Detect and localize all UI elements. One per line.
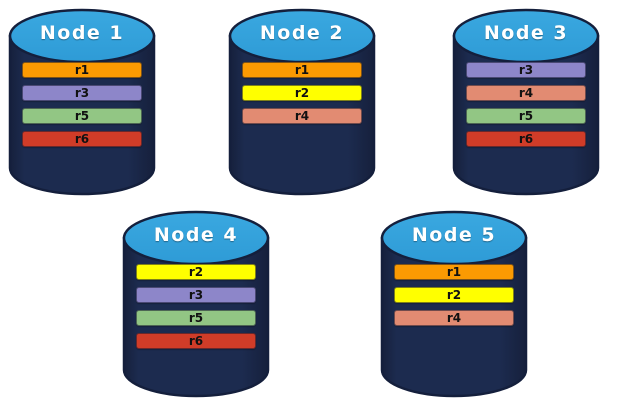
replica-bar-r5[interactable]: r5	[136, 310, 256, 326]
replica-label: r3	[518, 63, 534, 77]
replica-label: r2	[294, 86, 310, 100]
replica-list: r2 r3 r5 r6	[136, 264, 256, 356]
replica-label: r1	[294, 63, 310, 77]
replica-bar-r2[interactable]: r2	[136, 264, 256, 280]
replica-label: r3	[74, 86, 90, 100]
replica-bar-r3[interactable]: r3	[22, 85, 142, 101]
replica-label: r5	[518, 109, 534, 123]
replica-label: r4	[446, 311, 462, 325]
replica-bar-r1[interactable]: r1	[22, 62, 142, 78]
replica-bar-r6[interactable]: r6	[136, 333, 256, 349]
replica-label: r6	[188, 334, 204, 348]
replica-bar-r6[interactable]: r6	[466, 131, 586, 147]
replica-bar-r1[interactable]: r1	[242, 62, 362, 78]
replica-label: r6	[74, 132, 90, 146]
cylinder-top-disc	[8, 8, 156, 64]
replica-bar-r3[interactable]: r3	[466, 62, 586, 78]
replica-bar-r4[interactable]: r4	[466, 85, 586, 101]
replica-label: r2	[446, 288, 462, 302]
replica-list: r1 r3 r5 r6	[22, 62, 142, 154]
cylinder-top-disc	[452, 8, 600, 64]
replica-list: r1 r2 r4	[242, 62, 362, 131]
replica-label: r1	[74, 63, 90, 77]
replica-bar-r3[interactable]: r3	[136, 287, 256, 303]
replica-label: r2	[188, 265, 204, 279]
cylinder-top-disc	[380, 210, 528, 266]
replica-bar-r2[interactable]: r2	[394, 287, 514, 303]
replica-list: r3 r4 r5 r6	[466, 62, 586, 154]
replica-label: r4	[518, 86, 534, 100]
replica-bar-r4[interactable]: r4	[394, 310, 514, 326]
replica-bar-r4[interactable]: r4	[242, 108, 362, 124]
replica-label: r4	[294, 109, 310, 123]
replica-label: r5	[74, 109, 90, 123]
replica-label: r3	[188, 288, 204, 302]
cylinder-top-disc	[228, 8, 376, 64]
replica-bar-r2[interactable]: r2	[242, 85, 362, 101]
replica-label: r5	[188, 311, 204, 325]
replica-bar-r5[interactable]: r5	[466, 108, 586, 124]
cylinder-top-disc	[122, 210, 270, 266]
replica-bar-r5[interactable]: r5	[22, 108, 142, 124]
replica-label: r6	[518, 132, 534, 146]
replica-label: r1	[446, 265, 462, 279]
replica-list: r1 r2 r4	[394, 264, 514, 333]
replica-bar-r6[interactable]: r6	[22, 131, 142, 147]
replica-bar-r1[interactable]: r1	[394, 264, 514, 280]
